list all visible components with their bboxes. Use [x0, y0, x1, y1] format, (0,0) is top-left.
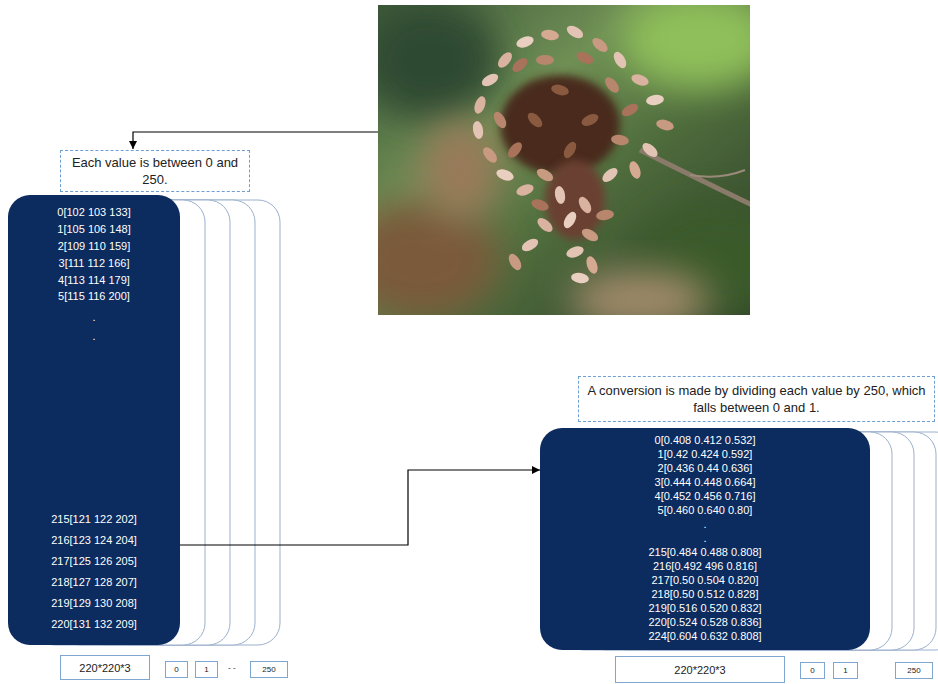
pixel-row: 220[131 132 209]: [8, 618, 180, 631]
dimension-box: 220*220*3: [60, 655, 150, 680]
node-text: 250: [262, 665, 275, 674]
pixel-matrix: 0[102 103 133] 1[105 106 148] 2[109 110 15…: [8, 195, 180, 645]
pixel-row: 218[0.50 0.512 0.828]: [540, 588, 870, 601]
node-text: 220*220*3: [674, 664, 725, 676]
pixel-row: 0[102 103 133]: [8, 206, 180, 219]
pixel-row: .: [540, 518, 870, 531]
pixel-row: 216[123 124 204]: [8, 534, 180, 547]
pixel-row: 0[0.408 0.412 0.532]: [540, 434, 870, 447]
pixel-row: 4[0.452 0.456 0.716]: [540, 490, 870, 503]
note-callout: Each value is between 0 and 250.: [60, 150, 250, 192]
dimension-box: 220*220*3: [615, 656, 785, 683]
index-box: 250: [250, 661, 288, 678]
pixel-row: .: [540, 532, 870, 545]
photo-arrow: [133, 132, 378, 149]
flower-photo: [378, 5, 750, 315]
node-text: 250: [907, 666, 920, 675]
pixel-matrix: 0[0.408 0.412 0.532]1[0.42 0.424 0.592]2…: [540, 428, 870, 650]
pixel-row: 215[121 122 202]: [8, 513, 180, 526]
pixel-row: .: [8, 311, 180, 324]
flow-arrow: [180, 470, 540, 545]
pixel-row: 219[129 130 208]: [8, 597, 180, 610]
note-callout: A conversion is made by dividing each va…: [578, 376, 935, 422]
pixel-row: 217[125 126 205]: [8, 555, 180, 568]
pixel-row: 3[111 112 166]: [8, 257, 180, 270]
node-text: 0: [174, 665, 178, 674]
node-text: 220*220*3: [79, 662, 130, 674]
pixel-row: 5[115 116 200]: [8, 290, 180, 303]
pixel-row: 5[0.460 0.640 0.80]: [540, 504, 870, 517]
pixel-row: 1[0.42 0.424 0.592]: [540, 448, 870, 461]
pixel-row: 219[0.516 0.520 0.832]: [540, 602, 870, 615]
node-text: 0: [810, 666, 814, 675]
index-box: 1: [833, 662, 858, 679]
index-box: 0: [165, 661, 188, 678]
pixel-row: 1[105 106 148]: [8, 223, 180, 236]
pixel-row: 2[0.436 0.44 0.636]: [540, 462, 870, 475]
node-text: 1: [204, 665, 208, 674]
node-text: Each value is between 0 and 250.: [67, 154, 243, 188]
node-text: A conversion is made by dividing each va…: [585, 382, 928, 416]
pixel-row: 2[109 110 159]: [8, 240, 180, 253]
pixel-row: 218[127 128 207]: [8, 576, 180, 589]
index-box: 250: [895, 662, 933, 679]
pixel-row: 224[0.604 0.632 0.808]: [540, 630, 870, 643]
pixel-row: 216[0.492 496 0.816]: [540, 560, 870, 573]
pixel-row: .: [8, 330, 180, 343]
ellipsis-label: - -: [228, 663, 236, 672]
pixel-row: 217[0.50 0.504 0.820]: [540, 574, 870, 587]
pixel-row: 215[0.484 0.488 0.808]: [540, 546, 870, 559]
pixel-row: 3[0.444 0.448 0.664]: [540, 476, 870, 489]
pixel-row: 4[113 114 179]: [8, 274, 180, 287]
node-text: 1: [843, 666, 847, 675]
index-box: 1: [195, 661, 218, 678]
pixel-row: 220[0.524 0.528 0.836]: [540, 616, 870, 629]
index-box: 0: [800, 662, 825, 679]
